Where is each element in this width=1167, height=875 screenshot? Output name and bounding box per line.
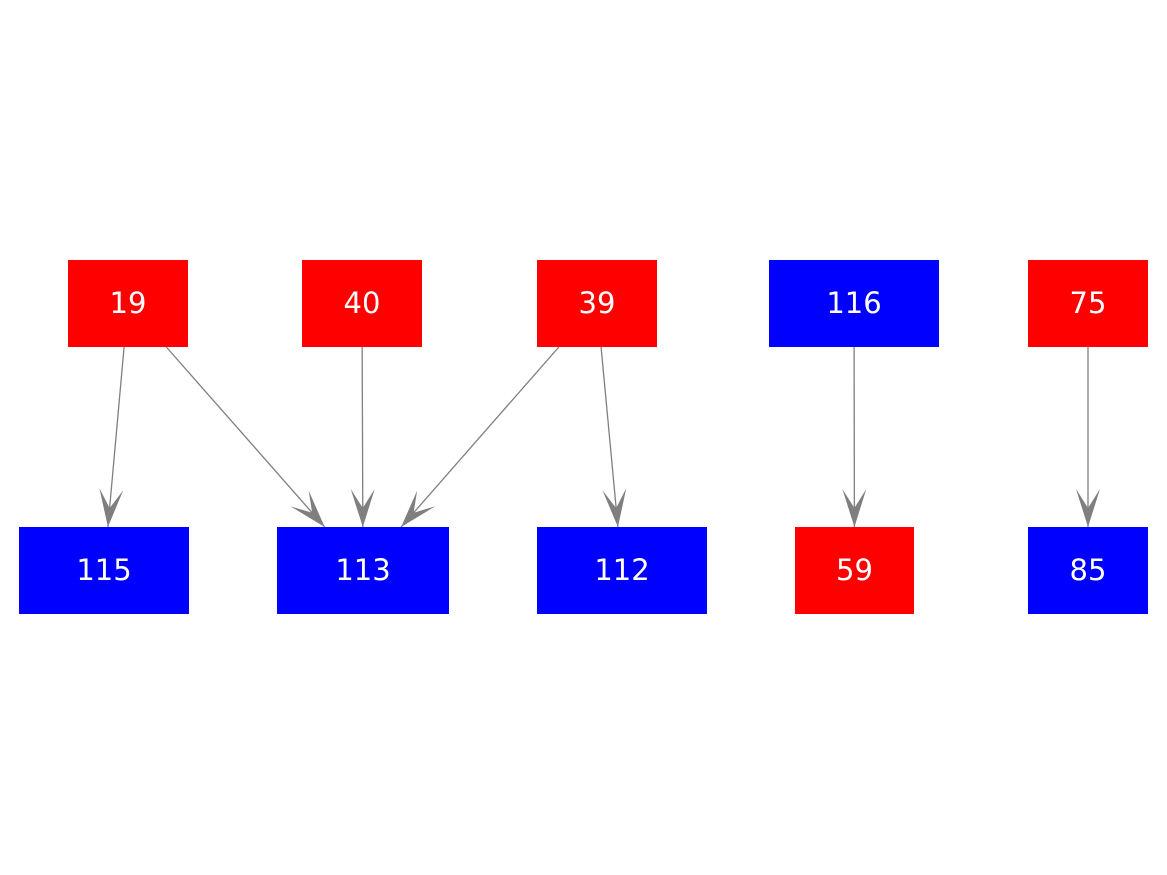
node-85: 85 [1028,527,1148,614]
node-label: 115 [76,553,132,587]
node-116: 116 [769,260,939,347]
node-label: 116 [826,286,882,320]
node-label: 40 [343,286,381,320]
node-label: 112 [594,553,650,587]
edge-39-113 [400,346,560,528]
edge-19-115 [99,346,125,528]
node-label: 59 [836,553,873,587]
node-label: 113 [335,553,391,587]
node-label: 19 [109,286,147,320]
node-39: 39 [537,260,657,347]
node-115: 115 [19,527,189,614]
node-19: 19 [68,260,188,347]
edge-39-112 [600,346,627,528]
node-75: 75 [1028,260,1148,347]
node-label: 85 [1069,553,1107,587]
node-label: 75 [1069,286,1107,320]
node-label: 39 [578,286,616,320]
edge-19-113 [165,346,326,528]
node-113: 113 [277,527,449,614]
node-40: 40 [302,260,422,347]
node-59: 59 [795,527,914,614]
node-112: 112 [537,527,707,614]
edge-40-113 [350,346,375,528]
